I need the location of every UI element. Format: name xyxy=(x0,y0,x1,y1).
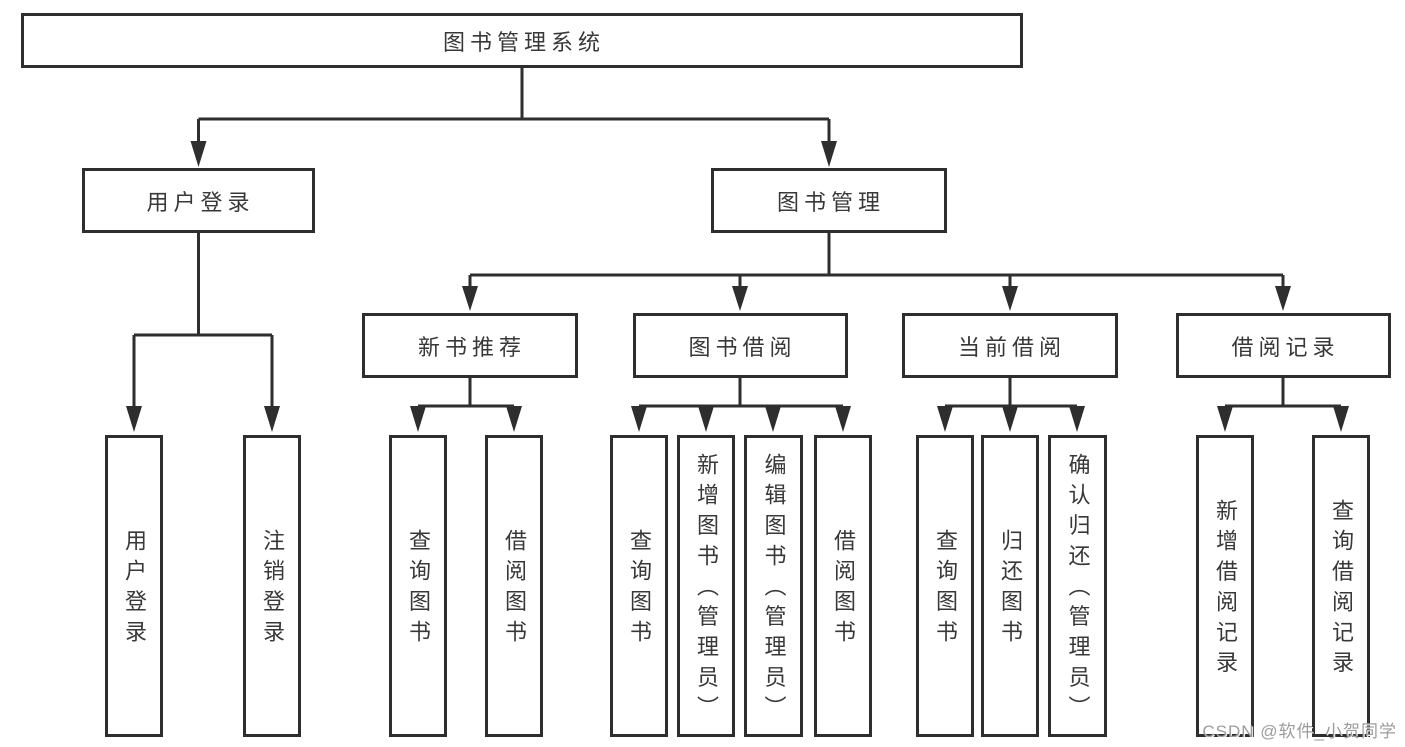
node-library-management-system: 图书管理系统 xyxy=(21,13,1023,68)
node-label: 新书推荐 xyxy=(417,334,526,360)
leaf-edit-book-admin: 编辑图书（管理员） xyxy=(744,435,803,737)
node-label: 借阅图书 xyxy=(831,529,856,651)
leaf-add-book-admin: 新增图书（管理员） xyxy=(677,435,735,737)
node-label: 借阅图书 xyxy=(502,529,527,651)
node-label: 查询图书 xyxy=(627,529,652,651)
node-label: 编辑图书（管理员） xyxy=(761,453,787,727)
node-label: 借阅记录 xyxy=(1231,334,1340,360)
leaf-query-books-recommend: 查询图书 xyxy=(389,435,447,737)
node-label: 新增图书（管理员） xyxy=(694,453,719,727)
leaf-borrow-books: 借阅图书 xyxy=(814,435,872,737)
leaf-add-borrow-record: 新增借阅记录 xyxy=(1196,435,1254,737)
node-user-login: 用户登录 xyxy=(82,168,315,233)
node-label: 图书管理系统 xyxy=(442,29,605,55)
node-book-borrowing: 图书借阅 xyxy=(633,313,848,378)
node-book-management: 图书管理 xyxy=(711,168,947,233)
node-label: 查询图书 xyxy=(406,529,431,651)
leaf-confirm-return-admin: 确认归还（管理员） xyxy=(1048,435,1107,737)
node-new-book-recommend: 新书推荐 xyxy=(362,313,578,378)
watermark: CSDN @软件_小贺同学 xyxy=(1202,722,1397,741)
leaf-borrow-books-recommend: 借阅图书 xyxy=(485,435,543,737)
leaf-query-books-borrow: 查询图书 xyxy=(610,435,668,737)
node-label: 图书借阅 xyxy=(688,334,797,360)
node-current-borrowing: 当前借阅 xyxy=(902,313,1118,378)
leaf-query-books-current: 查询图书 xyxy=(916,435,974,737)
node-label: 新增借阅记录 xyxy=(1213,498,1238,682)
node-label: 归还图书 xyxy=(998,529,1023,651)
node-label: 用户登录 xyxy=(122,529,147,651)
node-borrowing-records: 借阅记录 xyxy=(1176,313,1391,378)
node-label: 注销登录 xyxy=(260,529,285,651)
leaf-logout: 注销登录 xyxy=(243,435,301,737)
leaf-user-login: 用户登录 xyxy=(105,435,163,737)
leaf-query-borrow-record: 查询借阅记录 xyxy=(1312,435,1370,737)
node-label: 查询借阅记录 xyxy=(1329,498,1354,682)
node-label: 用户登录 xyxy=(146,189,255,215)
node-label: 当前借阅 xyxy=(957,334,1066,360)
node-label: 图书管理 xyxy=(776,189,885,215)
leaf-return-books: 归还图书 xyxy=(981,435,1039,737)
node-label: 确认归还（管理员） xyxy=(1065,453,1091,727)
node-label: 查询图书 xyxy=(933,529,958,651)
